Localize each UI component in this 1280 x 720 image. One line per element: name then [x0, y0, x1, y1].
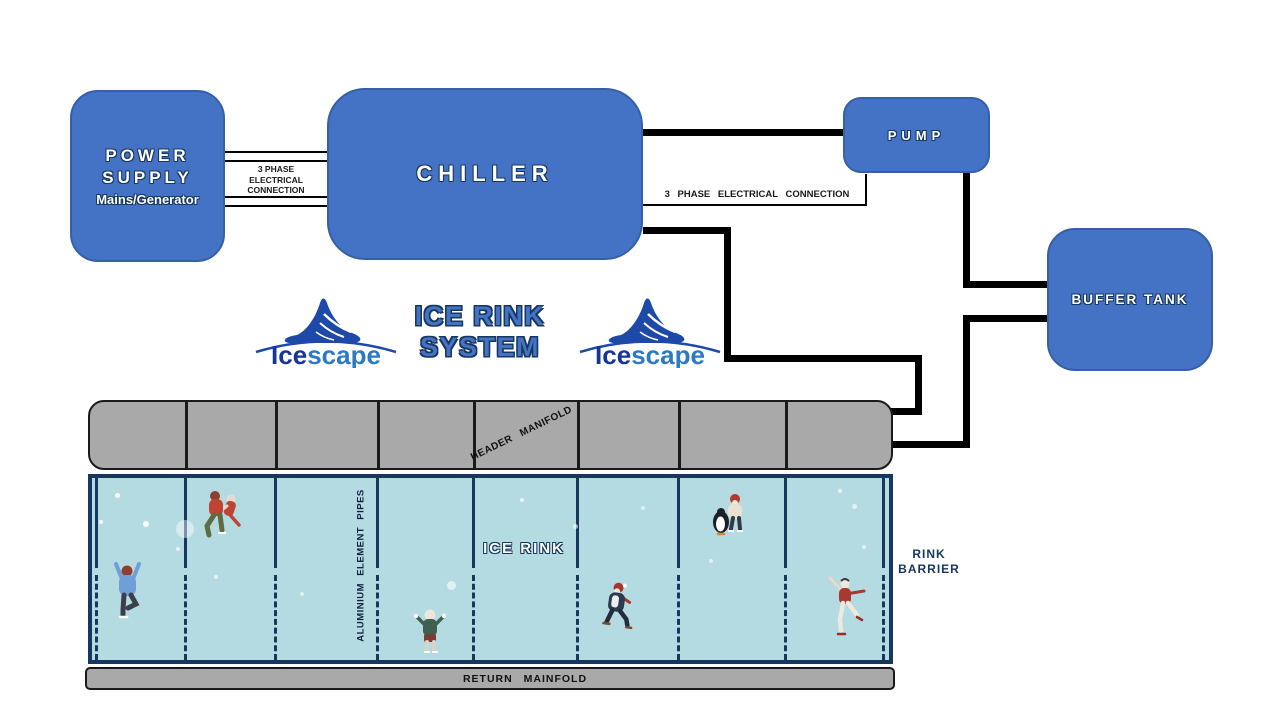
electrical-wire	[225, 160, 327, 162]
electrical-wire	[225, 205, 327, 207]
snow-dot	[838, 489, 842, 493]
snow-dot	[143, 521, 149, 527]
manifold-divider	[577, 402, 580, 468]
snow-dot	[862, 545, 866, 549]
ice-rink-label: ICE RINK	[483, 540, 565, 557]
snow-dot	[214, 575, 218, 579]
manifold-divider	[275, 402, 278, 468]
manifold-divider	[377, 402, 380, 468]
electrical-wire	[865, 174, 867, 206]
element-pipe-line	[472, 478, 475, 568]
iceberg-icon	[608, 298, 685, 343]
pipe-pump-to-buffer	[963, 281, 1047, 288]
element-pipe-line	[784, 478, 787, 568]
pipe-chiller-down	[724, 227, 731, 362]
power-supply-label-line2: SUPPLY	[102, 168, 193, 187]
snow-dot	[573, 524, 578, 529]
icescape-wordmark: Icescape	[271, 340, 381, 368]
snow-dot	[99, 520, 103, 524]
element-pipe-line	[576, 575, 579, 660]
icescape-wordmark: Icescape	[595, 340, 705, 368]
snow-dot	[520, 498, 524, 502]
chiller-pump-connection-label: 3 PHASE ELECTRICAL CONNECTION	[664, 189, 850, 200]
electrical-wire	[643, 204, 867, 206]
electrical-wire	[225, 151, 327, 153]
power-supply-label-line1: POWER	[105, 146, 190, 165]
buffer-tank-box: BUFFER TANK	[1047, 228, 1213, 371]
element-pipe-line	[882, 478, 885, 568]
element-pipe-line	[376, 575, 379, 660]
pipe-buffer-to-manifold	[888, 441, 970, 448]
snow-dot	[641, 506, 645, 510]
power-supply-sublabel: Mains/Generator	[96, 192, 199, 207]
header-manifold-bar	[88, 400, 893, 470]
chiller-label: CHILLER	[416, 161, 554, 186]
pipe-buffer-down	[963, 315, 970, 448]
element-pipe-line	[184, 575, 187, 660]
element-pipe-line	[472, 575, 475, 660]
iceberg-icon	[284, 298, 361, 343]
manifold-divider	[785, 402, 788, 468]
element-pipe-line	[274, 478, 277, 568]
pipe-pump-down	[963, 173, 970, 288]
diagram-title-line2: SYSTEM	[419, 332, 541, 362]
snow-dot	[300, 592, 304, 596]
ice-rink-area: ICE RINK ALUMINIUM ELEMENT PIPES	[88, 474, 893, 664]
pipe-chiller-across	[724, 355, 922, 362]
diagram-title-line1: ICE RINK	[414, 301, 546, 331]
skater-kid-figure	[413, 609, 447, 653]
skater-glide-figure	[828, 576, 866, 636]
element-pipe-line	[882, 575, 885, 660]
snow-dot	[176, 547, 180, 551]
diagram-title: ICE RINK SYSTEM	[378, 301, 582, 363]
element-pipe-line	[784, 575, 787, 660]
snow-dot	[709, 559, 713, 563]
aluminium-element-pipes-label: ALUMINIUM ELEMENT PIPES	[355, 489, 367, 642]
skater-arms-up-figure	[114, 562, 141, 619]
power-supply-box: POWER SUPPLY Mains/Generator	[70, 90, 225, 262]
pipe-chiller-down2	[915, 355, 922, 415]
icescape-logo-left: Icescape	[255, 298, 397, 368]
snow-dot	[447, 581, 456, 590]
buffer-tank-label: BUFFER TANK	[1071, 292, 1189, 307]
element-pipe-line	[576, 478, 579, 568]
element-pipe-line	[95, 575, 98, 660]
element-pipe-line	[677, 575, 680, 660]
rink-barrier-label: RINK BARRIER	[898, 547, 960, 576]
snow-dot	[115, 493, 120, 498]
pump-label: PUMP	[887, 127, 946, 143]
element-pipe-line	[274, 575, 277, 660]
element-pipe-line	[376, 478, 379, 568]
pipe-buffer-out	[963, 315, 1047, 322]
manifold-divider	[185, 402, 188, 468]
skater-couple-figure	[204, 491, 241, 538]
manifold-divider	[473, 402, 476, 468]
snow-dot	[852, 504, 857, 509]
skater-with-penguin-figure	[713, 494, 743, 536]
chiller-box: CHILLER	[327, 88, 643, 260]
return-manifold-label: RETURN MAINFOLD	[462, 672, 588, 685]
power-chiller-connection-label: 3 PHASE ELECTRICAL CONNECTION	[247, 164, 305, 195]
manifold-divider	[678, 402, 681, 468]
return-manifold-bar: RETURN MAINFOLD	[85, 667, 895, 690]
element-pipe-line	[95, 478, 98, 568]
electrical-wire	[225, 196, 327, 198]
skater-red-hat-figure	[602, 582, 633, 630]
icescape-logo-right: Icescape	[579, 298, 721, 368]
pipe-chiller-out	[643, 227, 731, 234]
pump-box: PUMP	[843, 97, 990, 173]
pipe-chiller-to-manifold	[888, 408, 922, 415]
element-pipe-line	[184, 478, 187, 568]
snow-dot	[176, 520, 194, 538]
pipe-chiller-to-pump	[643, 129, 843, 136]
element-pipe-line	[677, 478, 680, 568]
